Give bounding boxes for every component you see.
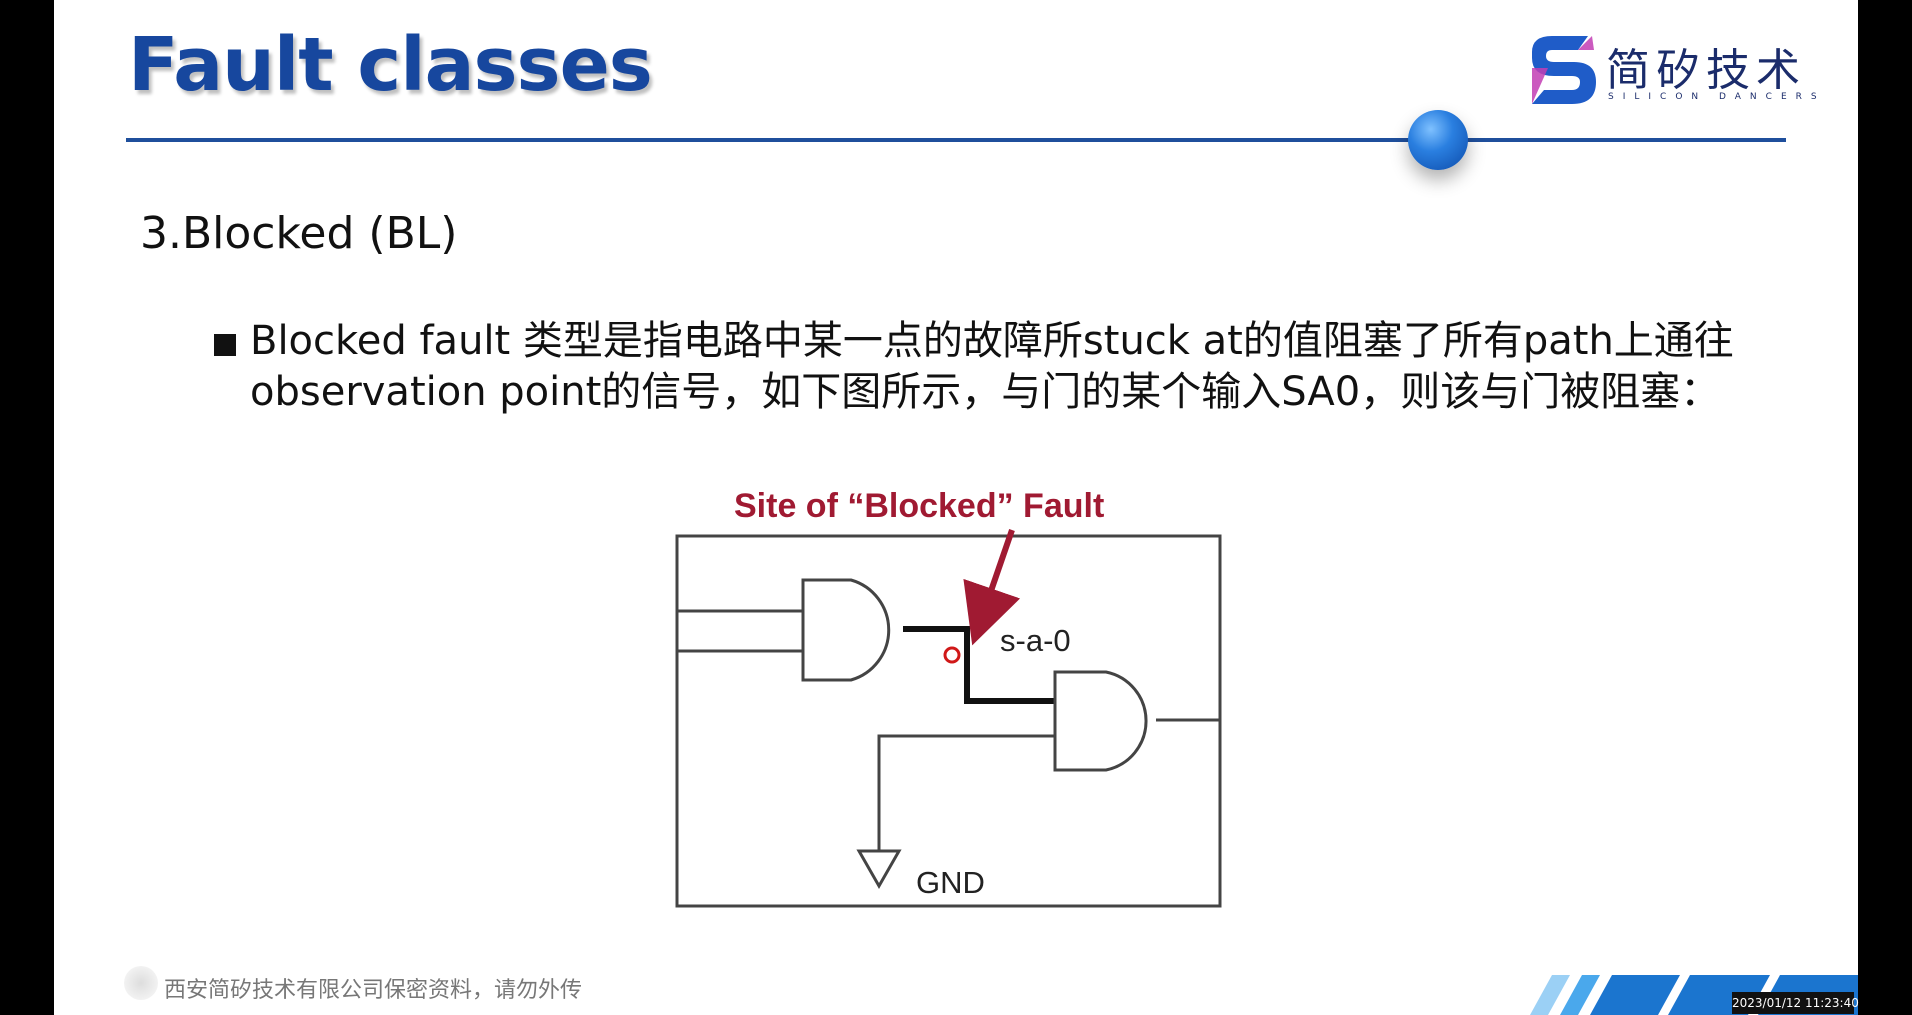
blocked-fault-diagram: Site of “Blocked” Fault s-a-0 GND [675, 487, 1222, 908]
slide-title: Fault classes [128, 22, 653, 108]
rule-ball-decoration [1408, 110, 1468, 170]
company-logo: 简矽技术 SILICON DANCERS [1518, 28, 1848, 112]
title-rule [126, 138, 1786, 142]
logo-brand-cn: 简矽技术 [1606, 45, 1806, 96]
fault-label: Site of “Blocked” Fault [734, 487, 1104, 525]
and-gate-1 [801, 578, 891, 682]
bullet-text: Blocked fault 类型是指电路中某一点的故障所stuck at的值阻塞… [250, 318, 1734, 415]
footer-confidential-text: 西安简矽技术有限公司保密资料，请勿外传 [164, 978, 583, 1003]
cursor-pointer-icon [943, 646, 961, 664]
footer-stripes-decoration [1530, 975, 1858, 1015]
section-heading: 3.Blocked (BL) [140, 208, 458, 259]
and-gate-2 [1053, 670, 1148, 772]
ground-wire [877, 734, 1055, 851]
slide: Fault classes 简矽技术 SILICON DANCERS 3.Blo… [54, 0, 1858, 1015]
ground-symbol-icon [856, 849, 902, 890]
stuck-label: s-a-0 [1000, 623, 1071, 658]
footer-logo-icon [124, 966, 158, 1000]
blocked-fault-wire [903, 626, 1055, 704]
silicon-dancers-logo-icon [1532, 36, 1596, 104]
fault-arrow [963, 529, 1021, 646]
timestamp: 2023/01/12 11:23:40 [1732, 992, 1859, 1014]
logo-brand-en: SILICON DANCERS [1608, 92, 1826, 102]
bullet-marker-icon [214, 334, 236, 356]
ground-label: GND [916, 865, 985, 900]
